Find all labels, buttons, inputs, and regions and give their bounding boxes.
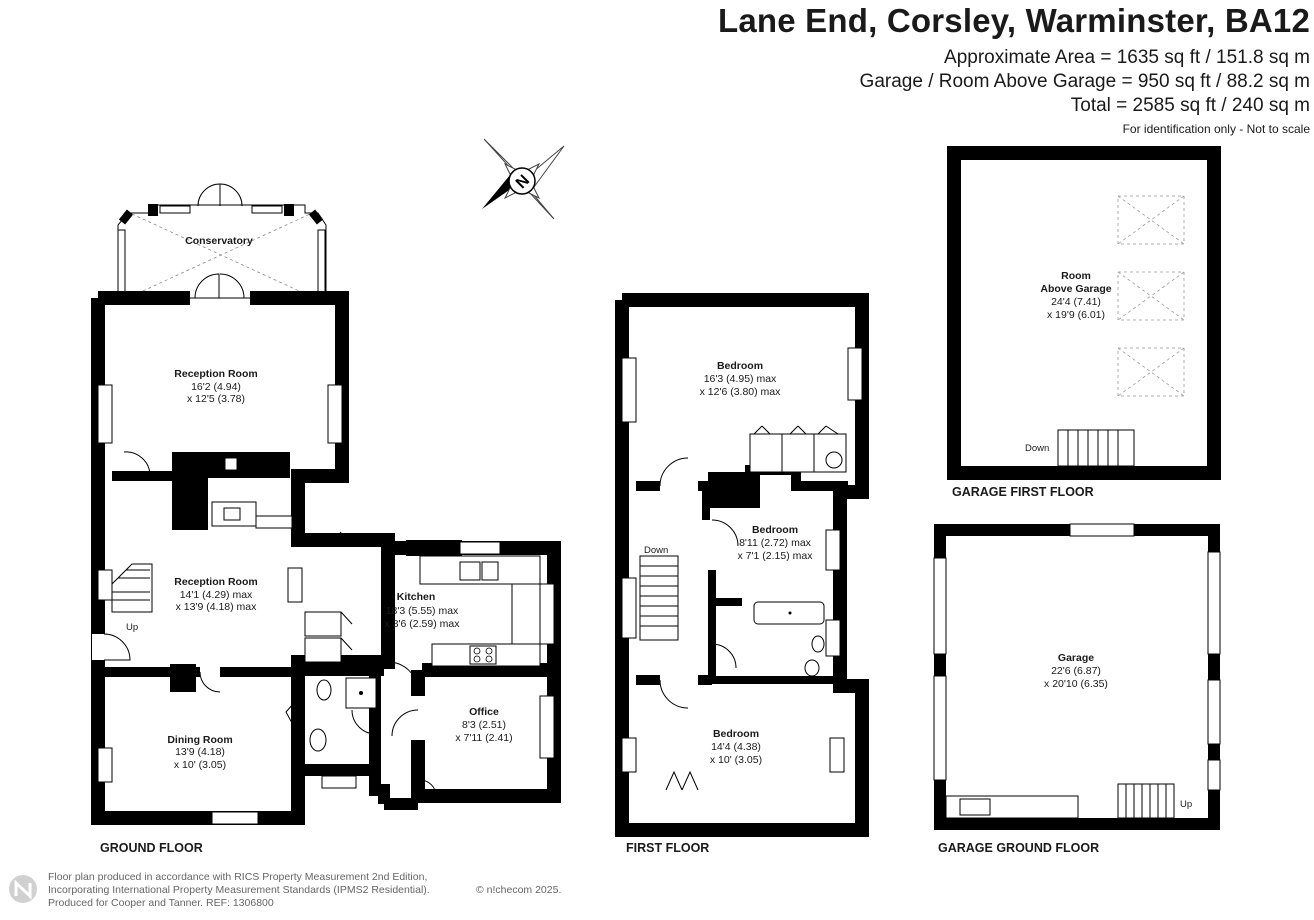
- reception-1-dim1: 16'2 (4.94): [191, 381, 241, 393]
- room-above-garage-dim1: 24'4 (7.41): [1051, 296, 1101, 308]
- reception-2-name: Reception Room: [174, 576, 257, 588]
- reception-1-name: Reception Room: [174, 368, 257, 380]
- kitchen-dim2: x 8'6 (2.59) max: [385, 618, 461, 630]
- reception-2-dim2: x 13'9 (4.18) max: [176, 601, 258, 613]
- compass-icon: N: [482, 138, 565, 220]
- bedroom-2-name: Bedroom: [752, 524, 798, 536]
- room-above-garage-name-1: Room: [1061, 270, 1091, 282]
- dining-dim2: x 10' (3.05): [174, 759, 226, 771]
- garage-ground-floor-plan: [933, 523, 1221, 830]
- garage-stairs-label: Up: [1180, 799, 1192, 810]
- area-garage: Garage / Room Above Garage = 950 sq ft /…: [859, 71, 1310, 92]
- bedroom-3-name: Bedroom: [713, 728, 759, 740]
- bedroom-1-dim2: x 12'6 (3.80) max: [700, 386, 782, 398]
- dining-dim1: 13'9 (4.18): [175, 746, 225, 758]
- room-above-garage-dim2: x 19'9 (6.01): [1047, 309, 1105, 321]
- office-dim1: 8'3 (2.51): [462, 719, 506, 731]
- garage-first-floor-label: GARAGE FIRST FLOOR: [952, 485, 1094, 499]
- footer-copyright: © n!checom 2025.: [476, 884, 562, 896]
- bedroom-2-dim2: x 7'1 (2.15) max: [738, 550, 814, 562]
- kitchen-name: Kitchen: [397, 591, 436, 603]
- bedroom-3-dim2: x 10' (3.05): [710, 754, 762, 766]
- reception-2-dim1: 14'1 (4.29) max: [180, 589, 253, 601]
- kitchen-dim1: 18'3 (5.55) max: [386, 605, 459, 617]
- conservatory-name: Conservatory: [185, 235, 253, 247]
- office-dim2: x 7'11 (2.41): [455, 732, 512, 744]
- garage-first-floor-plan: [947, 146, 1221, 480]
- first-stairs-label: Down: [644, 545, 668, 556]
- dining-name: Dining Room: [167, 734, 232, 746]
- garage-ground-floor-label: GARAGE GROUND FLOOR: [938, 841, 1099, 855]
- ground-floor-plan: [91, 183, 561, 825]
- garage-dim1: 22'6 (6.87): [1051, 665, 1101, 677]
- ground-stairs: [111, 563, 153, 613]
- brand-logo-icon: [9, 875, 37, 903]
- first-floor-plan: [615, 293, 869, 837]
- first-stairs: [639, 555, 679, 641]
- disclaimer: For identification only - Not to scale: [1122, 122, 1310, 136]
- footer-line-2: Incorporating International Property Mea…: [48, 884, 430, 896]
- footer-line-3: Produced for Cooper and Tanner. REF: 130…: [48, 897, 274, 909]
- garage-first-stairs-label: Down: [1025, 443, 1049, 454]
- area-total: Total = 2585 sq ft / 240 sq m: [1070, 95, 1310, 116]
- room-above-garage-name-2: Above Garage: [1040, 283, 1111, 295]
- page-title: Lane End, Corsley, Warminster, BA12: [717, 2, 1310, 39]
- bedroom-1-name: Bedroom: [717, 360, 763, 372]
- bedroom-1-dim1: 16'3 (4.95) max: [704, 373, 777, 385]
- ground-floor-label: GROUND FLOOR: [100, 841, 203, 855]
- conservatory: [117, 183, 327, 299]
- bedroom-3-dim1: 14'4 (4.38): [711, 741, 761, 753]
- office-name: Office: [469, 706, 499, 718]
- first-floor-label: FIRST FLOOR: [626, 841, 709, 855]
- garage-first-stairs: [1057, 429, 1135, 467]
- garage-name: Garage: [1058, 652, 1094, 664]
- garage-dim2: x 20'10 (6.35): [1044, 678, 1108, 690]
- bedroom-2-dim1: 8'11 (2.72) max: [739, 537, 812, 549]
- reception-1-dim2: x 12'5 (3.78): [187, 393, 245, 405]
- footer-line-1: Floor plan produced in accordance with R…: [48, 871, 428, 883]
- footer: Floor plan produced in accordance with R…: [48, 871, 430, 910]
- area-main: Approximate Area = 1635 sq ft / 151.8 sq…: [944, 47, 1310, 68]
- garage-stairs: [1117, 783, 1175, 819]
- ground-stairs-label: Up: [126, 622, 138, 633]
